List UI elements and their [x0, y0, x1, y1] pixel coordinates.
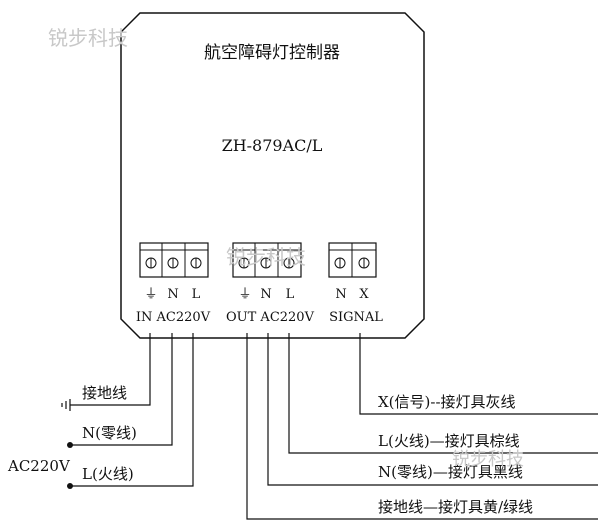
screw-terminal-icon — [358, 257, 370, 269]
output-signal-label: X(信号)--接灯具灰线 — [378, 393, 516, 411]
signal-terminal-block — [328, 242, 377, 278]
output-ground-label: 接地线—接灯具黄/绿线 — [378, 498, 533, 516]
input-terminal-label: IN AC220V — [136, 310, 211, 325]
output-terminal-block — [232, 242, 302, 278]
output-signal-wire — [359, 333, 598, 415]
signal-pin-neutral: N — [335, 287, 346, 302]
watermark-center: 锐步科技 — [226, 245, 306, 269]
input-pin-neutral: N — [167, 287, 178, 302]
signal-terminal-label: SIGNAL — [329, 310, 383, 325]
output-pin-live: L — [286, 287, 295, 302]
screw-terminal-icon — [167, 257, 179, 269]
output-ground-wire — [246, 333, 598, 520]
input-neutral-label: N(零线) — [82, 424, 137, 442]
signal-pin-x: X — [359, 287, 369, 302]
ground-earth-icon — [61, 399, 71, 411]
screw-terminal-icon — [190, 257, 202, 269]
input-live-wire — [70, 333, 194, 487]
input-ground-label: 接地线 — [82, 384, 127, 402]
output-live-label: L(火线)—接灯具棕线 — [378, 432, 520, 450]
watermark-bottom-right: 锐步科技 — [452, 449, 524, 470]
output-wiring — [246, 333, 598, 520]
input-live-label: L(火线) — [82, 465, 134, 483]
input-pin-live: L — [192, 287, 201, 302]
input-neutral-wire — [70, 333, 173, 446]
device-title: 航空障碍灯控制器 — [204, 43, 340, 63]
input-supply-label: AC220V — [7, 457, 71, 475]
output-terminal-label: OUT AC220V — [226, 310, 315, 325]
live-terminal-dot-icon — [67, 483, 73, 489]
screw-terminal-icon — [145, 257, 157, 269]
input-ground-wire — [70, 333, 151, 406]
output-neutral-label: N(零线)—接灯具黑线 — [378, 463, 523, 481]
screw-terminal-icon — [334, 257, 346, 269]
input-pin-ground: ⏚ — [144, 287, 157, 302]
output-live-wire — [288, 333, 598, 454]
input-wiring — [70, 333, 194, 487]
screw-terminal-icon — [238, 257, 250, 269]
screw-terminal-icon — [283, 257, 295, 269]
screw-terminal-icon — [260, 257, 272, 269]
output-neutral-wire — [267, 333, 598, 486]
device-model: ZH-879AC/L — [222, 136, 323, 155]
neutral-terminal-dot-icon — [67, 442, 73, 448]
output-pin-ground: ⏚ — [238, 287, 251, 302]
input-terminal-block — [139, 242, 209, 278]
output-pin-neutral: N — [260, 287, 271, 302]
watermark-top-left: 锐步科技 — [48, 26, 128, 50]
